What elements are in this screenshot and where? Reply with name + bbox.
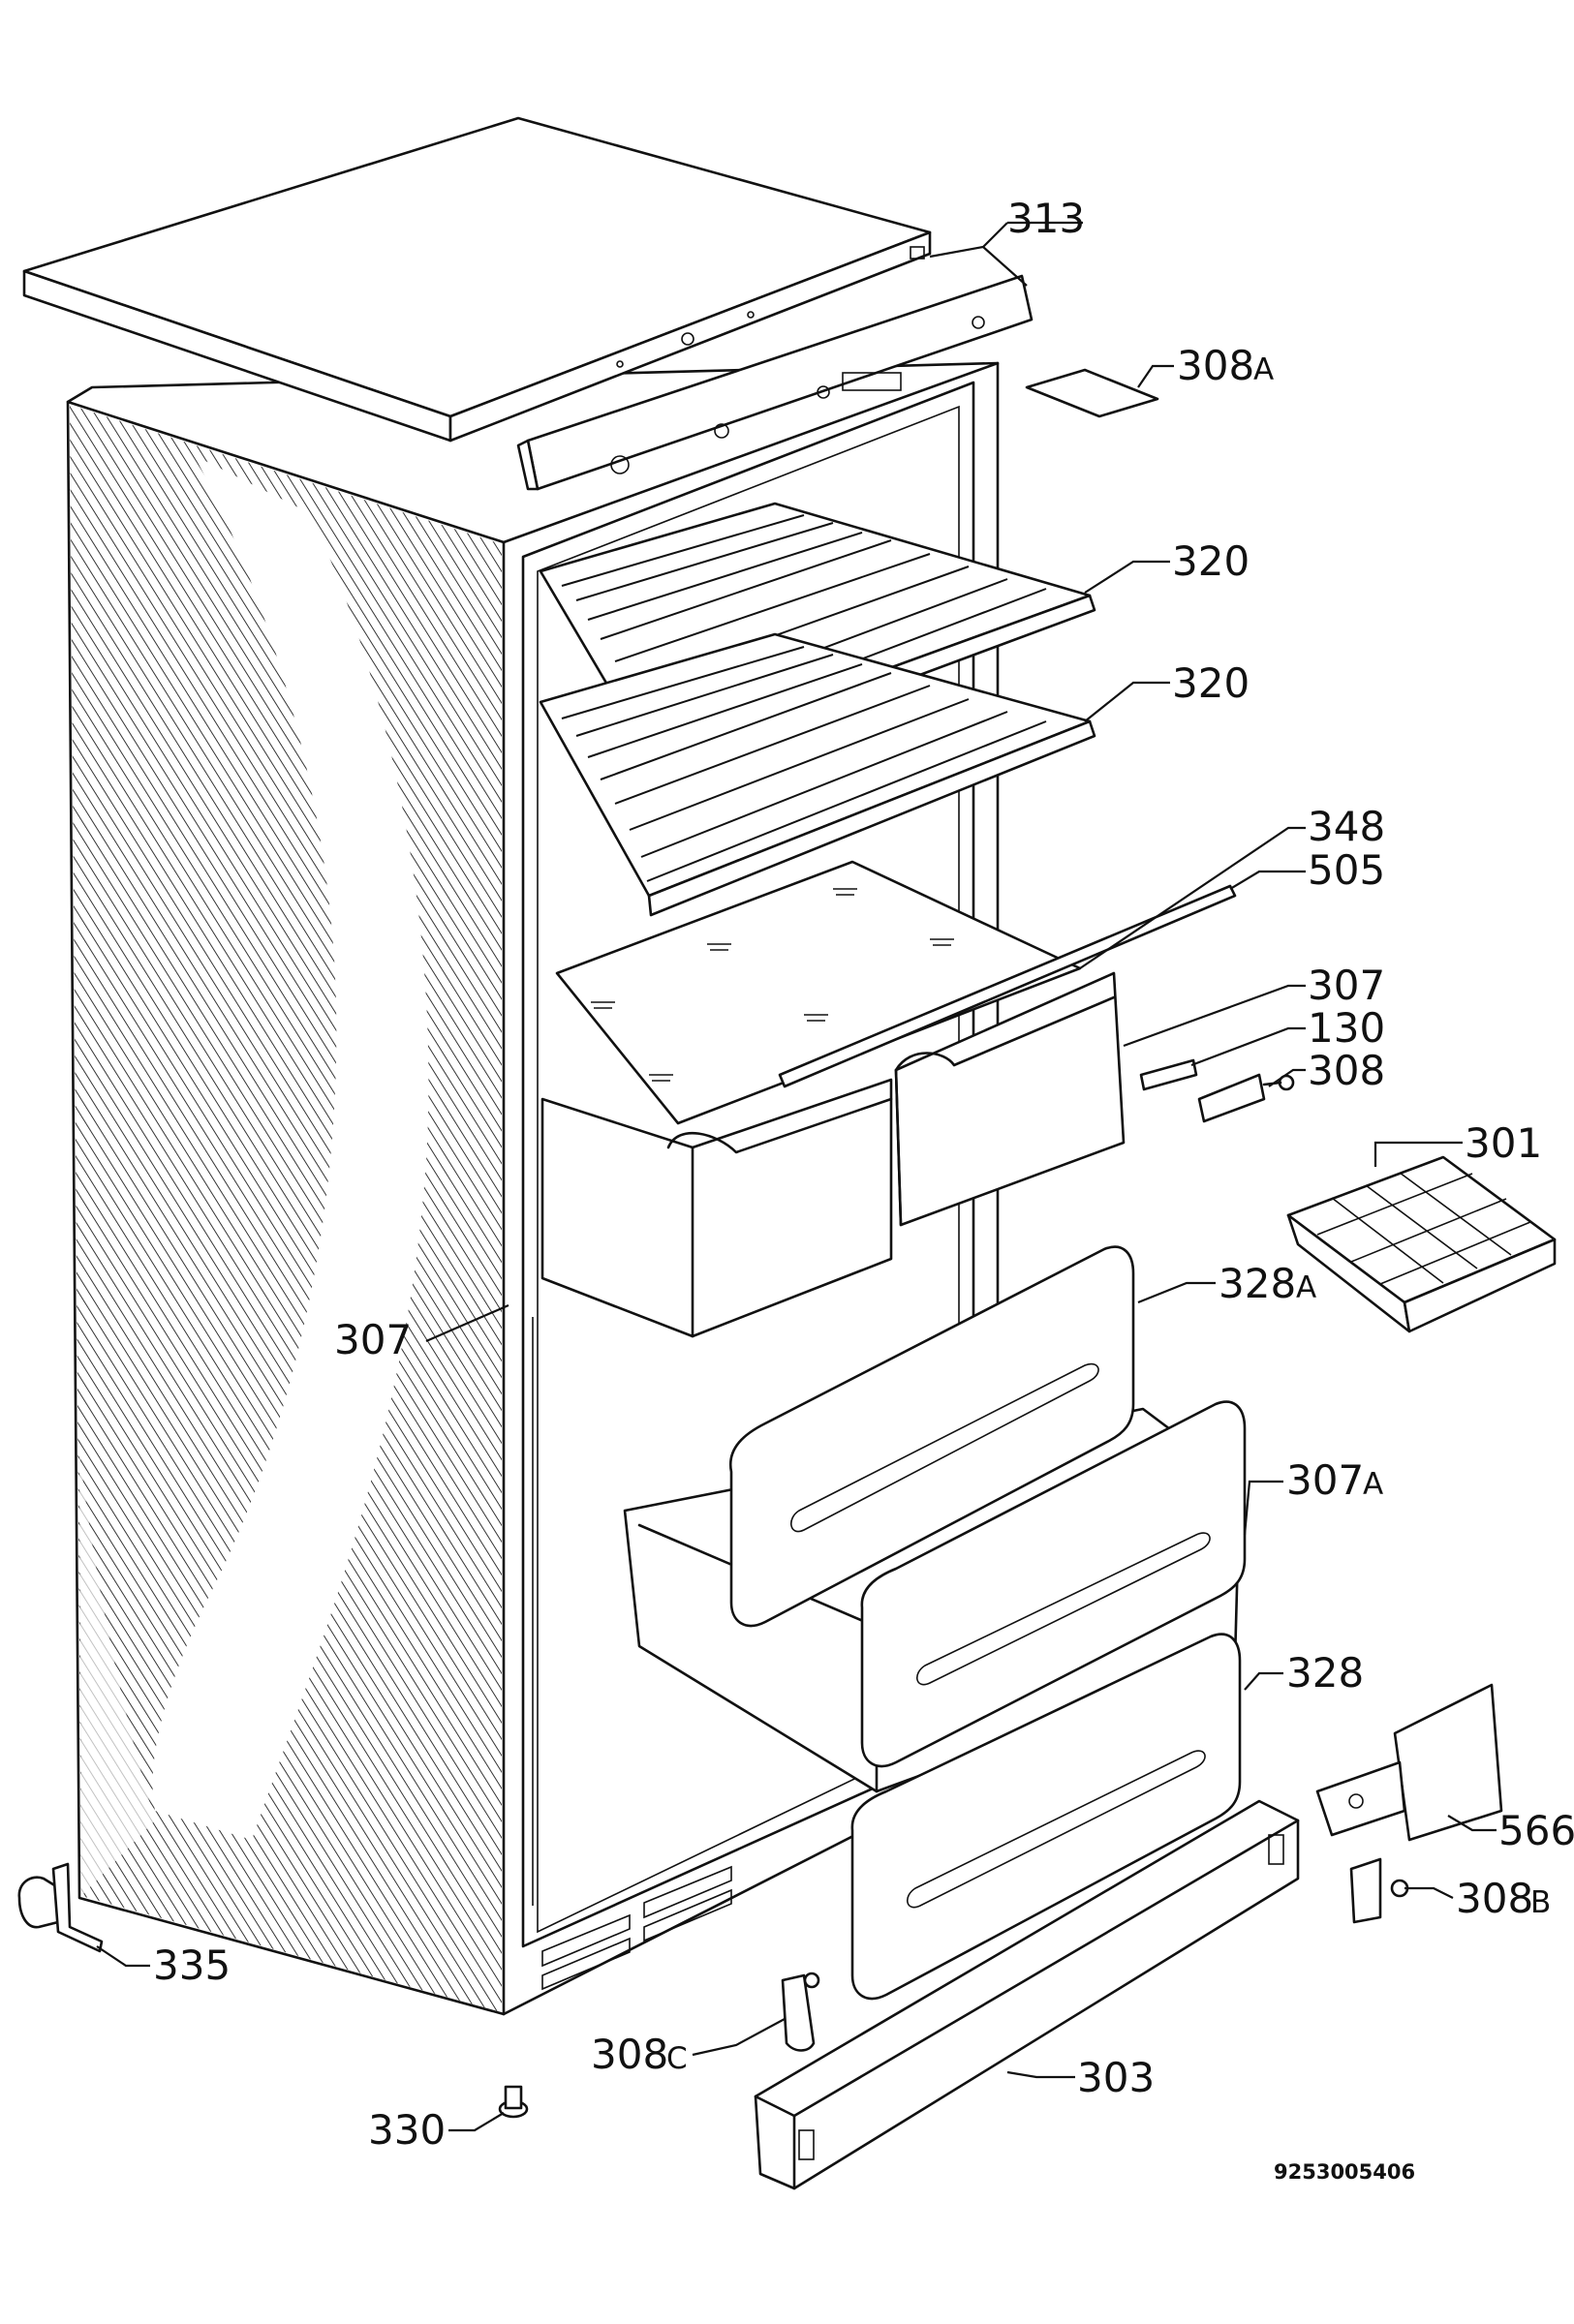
label-307-right: 307 bbox=[1308, 962, 1385, 1009]
label-328: 328 bbox=[1286, 1649, 1364, 1697]
label-308b-suffix: B bbox=[1530, 1885, 1551, 1920]
label-308c: 308 bbox=[591, 2031, 668, 2078]
part-328-drawer-front-lower bbox=[850, 1633, 1242, 2001]
part-328a-drawer-front bbox=[728, 1245, 1135, 1628]
label-330: 330 bbox=[368, 2106, 446, 2154]
label-328a-suffix: A bbox=[1296, 1270, 1316, 1305]
part-330-foot bbox=[498, 2085, 529, 2119]
label-335: 335 bbox=[153, 1942, 231, 1989]
label-566: 566 bbox=[1498, 1807, 1574, 1854]
part-308c-hinge bbox=[781, 1972, 820, 2052]
part-308b-hinge bbox=[1349, 1857, 1409, 1924]
part-320-lower-shelf bbox=[539, 632, 1096, 917]
label-308b: 308 bbox=[1456, 1875, 1533, 1922]
label-320-upper: 320 bbox=[1172, 537, 1250, 585]
label-308a-suffix: A bbox=[1253, 352, 1274, 387]
part-308-hinge bbox=[1197, 1073, 1295, 1123]
part-335-hinge bbox=[17, 1862, 104, 1953]
label-308: 308 bbox=[1308, 1047, 1385, 1094]
label-308a: 308 bbox=[1177, 342, 1254, 389]
label-301: 301 bbox=[1465, 1119, 1542, 1167]
label-320-lower: 320 bbox=[1172, 659, 1250, 707]
label-308c-suffix: C bbox=[666, 2041, 688, 2076]
part-307-right-box bbox=[894, 971, 1126, 1227]
part-303-door-shelf bbox=[754, 1799, 1300, 2190]
label-348: 348 bbox=[1308, 803, 1385, 850]
leader-lines bbox=[96, 221, 1497, 2132]
label-130: 130 bbox=[1308, 1004, 1385, 1052]
part-308a-hinge bbox=[1025, 368, 1159, 418]
callout-labels: 313 308 A 320 320 348 505 307 130 308 30… bbox=[153, 195, 1574, 2184]
cabinet-side-shading bbox=[70, 405, 502, 2012]
label-328a: 328 bbox=[1219, 1260, 1296, 1307]
label-313: 313 bbox=[1007, 195, 1085, 242]
label-307-left: 307 bbox=[334, 1316, 412, 1363]
label-505: 505 bbox=[1308, 846, 1385, 894]
cabinet-body bbox=[66, 361, 1000, 2016]
label-307a: 307 bbox=[1286, 1456, 1364, 1504]
part-328-drawer-front-upper bbox=[860, 1400, 1247, 1768]
part-130-bracket bbox=[1139, 1058, 1198, 1091]
label-303: 303 bbox=[1077, 2054, 1155, 2101]
top-cover bbox=[22, 116, 932, 443]
part-566-bracket bbox=[1315, 1683, 1503, 1842]
drawing-number: 9253005406 bbox=[1274, 2160, 1415, 2184]
base-vents bbox=[541, 1865, 732, 1991]
part-307-left-box bbox=[540, 1078, 893, 1338]
part-313-control-panel bbox=[516, 274, 1034, 491]
part-301-ice-tray bbox=[1286, 1155, 1557, 1333]
label-307a-suffix: A bbox=[1363, 1467, 1383, 1502]
